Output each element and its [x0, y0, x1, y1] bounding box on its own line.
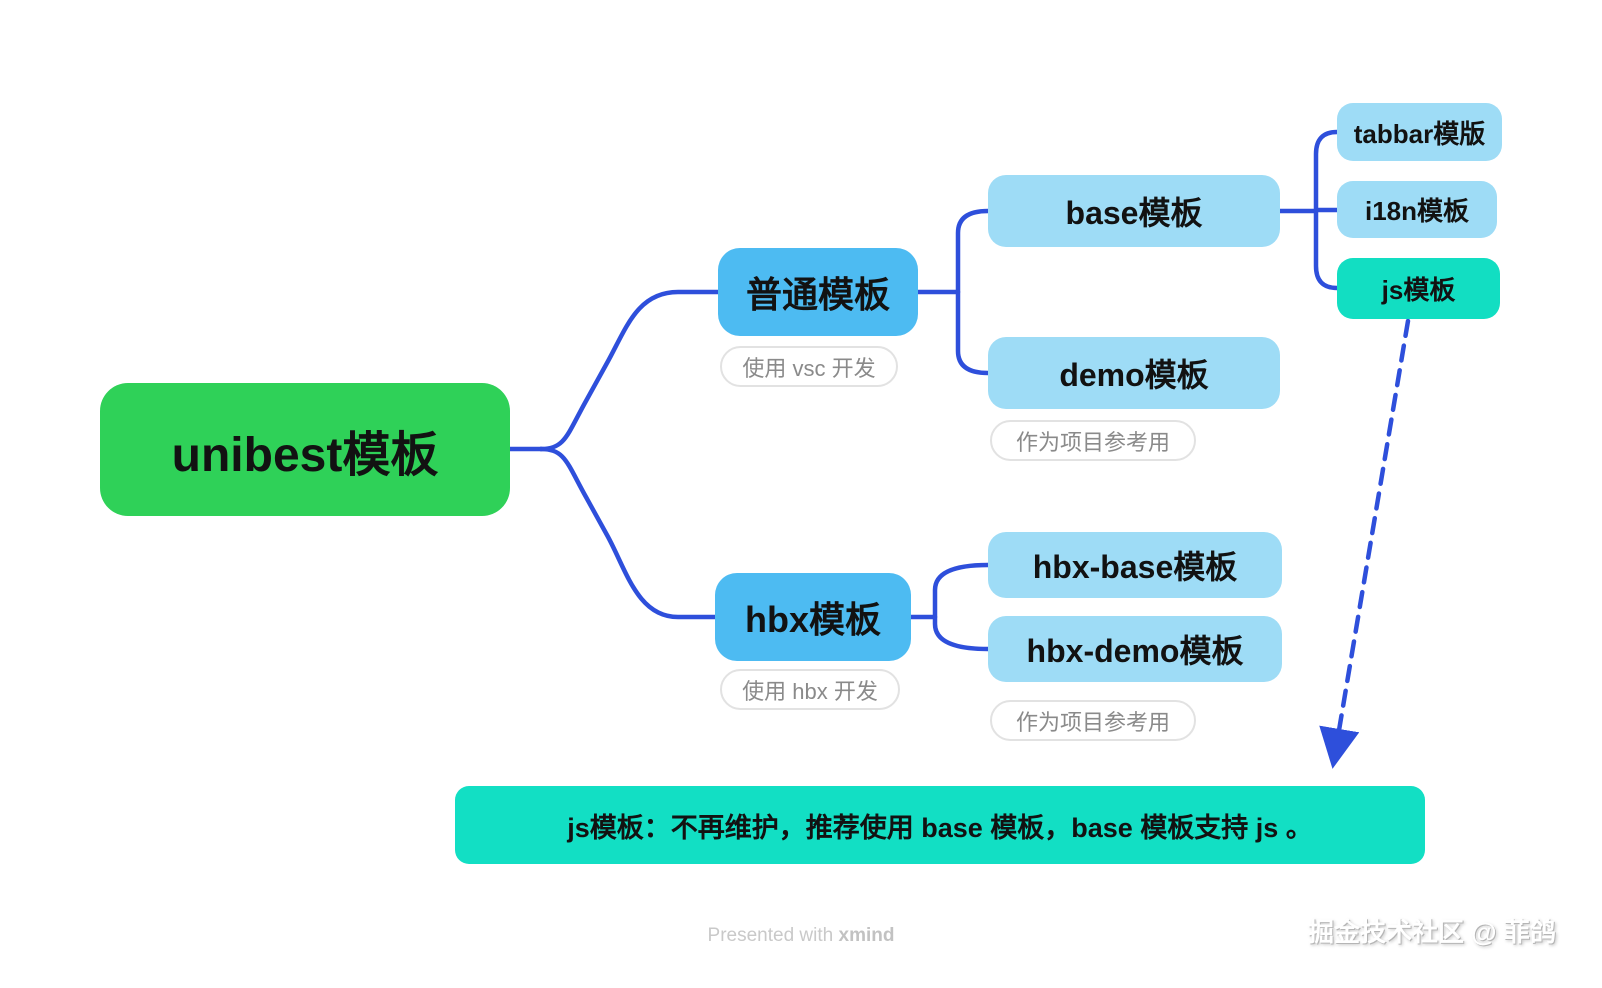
topic-i18n-template[interactable]: i18n模板 [1337, 181, 1497, 238]
topic-hbx-template[interactable]: hbx模板 [715, 573, 911, 661]
relationship-js-to-callout [1319, 318, 1411, 769]
topic-root[interactable]: unibest模板 [100, 383, 510, 516]
callout-js-deprecated[interactable]: js模板：不再维护，推荐使用 base 模板，base 模板支持 js 。 [455, 786, 1425, 864]
note-demo-reference: 作为项目参考用 [990, 420, 1196, 461]
topic-hbx-demo-template[interactable]: hbx-demo模板 [988, 616, 1282, 682]
topic-tabbar-template[interactable]: tabbar模版 [1337, 103, 1502, 161]
connector-common-bracket [955, 208, 991, 376]
connector-root-to-common [538, 289, 721, 452]
topic-hbx-base-template[interactable]: hbx-base模板 [988, 532, 1282, 598]
note-hbx-demo-reference: 作为项目参考用 [990, 700, 1196, 741]
connector-base-bracket [1313, 129, 1340, 291]
topic-base-template[interactable]: base模板 [988, 175, 1280, 247]
footer-brand-xmind: xmind [838, 925, 895, 946]
footer-presented-text: Presented with [707, 925, 839, 946]
note-use-vsc: 使用 vsc 开发 [720, 346, 898, 387]
connector-hbx-bracket [932, 562, 991, 652]
watermark-juejin: 掘金技术社区 @ 菲鸽 [1308, 917, 1556, 947]
note-use-hbx: 使用 hbx 开发 [720, 669, 900, 710]
connector-root-to-hbx [538, 446, 718, 620]
footer-presented-with: Presented with xmind [0, 925, 1602, 947]
topic-js-template[interactable]: js模板 [1337, 258, 1500, 319]
topic-demo-template[interactable]: demo模板 [988, 337, 1280, 409]
topic-common-template[interactable]: 普通模板 [718, 248, 918, 336]
